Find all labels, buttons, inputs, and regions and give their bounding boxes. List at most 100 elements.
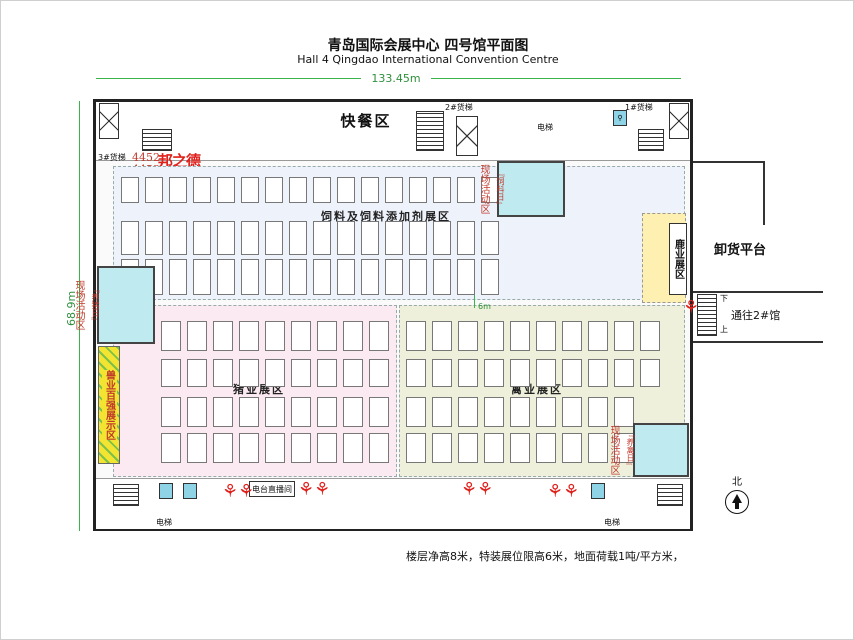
booth-stand bbox=[481, 259, 499, 295]
booth-stand bbox=[265, 397, 285, 427]
booth-stand bbox=[432, 359, 452, 387]
booth-stand bbox=[361, 259, 379, 295]
booth-stand bbox=[433, 221, 451, 255]
feed-zone-label: 饲料及饲料添加剂展区 bbox=[321, 210, 451, 223]
booth-stand bbox=[458, 321, 478, 351]
booth-stand bbox=[385, 177, 403, 203]
booth-stand bbox=[432, 397, 452, 427]
booth-stand bbox=[343, 359, 363, 387]
booth-stand bbox=[187, 321, 207, 351]
booth-stand bbox=[317, 397, 337, 427]
booth-stand bbox=[337, 259, 355, 295]
booth-stand bbox=[536, 433, 556, 463]
booth-stand bbox=[289, 221, 307, 255]
booth-stand bbox=[121, 177, 139, 203]
unloading-dock-outline bbox=[693, 161, 765, 225]
booth-stand bbox=[161, 359, 181, 387]
booth-stand bbox=[313, 221, 331, 255]
booth-stand bbox=[187, 397, 207, 427]
booth-stand bbox=[161, 321, 181, 351]
booth-stand bbox=[169, 221, 187, 255]
booth-stand bbox=[510, 359, 530, 387]
corridor-dimension-line bbox=[474, 292, 475, 308]
stair-icon bbox=[142, 129, 172, 151]
people-group-icon: ⚘⚘ bbox=[222, 481, 255, 502]
booth-stand bbox=[361, 177, 379, 203]
freight-elevator-1-label: 1#货梯 bbox=[625, 103, 653, 112]
booth-stand bbox=[217, 259, 235, 295]
booth-stand bbox=[614, 359, 634, 387]
brand-logo-text: 邦之德 bbox=[158, 152, 201, 170]
top-service-strip bbox=[96, 102, 690, 161]
booth-stand bbox=[239, 321, 259, 351]
freight-elevator-shaft bbox=[669, 103, 689, 139]
stair-icon bbox=[657, 484, 683, 506]
booth-stand bbox=[562, 359, 582, 387]
animal-health-label: 兽业百强展示区 bbox=[101, 370, 117, 440]
booth-stand bbox=[510, 433, 530, 463]
deer-zone-label: 鹿业展区 bbox=[672, 239, 684, 279]
booth-stand bbox=[291, 433, 311, 463]
elevator-label-top: 电梯 bbox=[537, 123, 553, 132]
booth-stand bbox=[484, 397, 504, 427]
deer-zone-label-box: 鹿业展区 bbox=[669, 223, 687, 295]
booth-stand bbox=[409, 177, 427, 203]
toilet-icon bbox=[159, 483, 173, 499]
booth-stand bbox=[213, 321, 233, 351]
booth-stand bbox=[369, 433, 389, 463]
booth-stand bbox=[562, 433, 582, 463]
activity-area-feed-day: 现场活动区 『饲料日』 bbox=[478, 161, 565, 217]
booth-stand bbox=[187, 359, 207, 387]
people-group-icon: ⚘⚘ bbox=[461, 479, 494, 500]
booth-number: 4452 bbox=[132, 151, 160, 164]
booth-stand bbox=[433, 177, 451, 203]
booth-stand bbox=[562, 397, 582, 427]
booth-stand bbox=[265, 177, 283, 203]
booth-stand bbox=[409, 259, 427, 295]
activity-area-theme: 『养禽日』 bbox=[626, 430, 635, 470]
booth-stand bbox=[289, 177, 307, 203]
unloading-platform-label: 卸货平台 bbox=[714, 243, 767, 258]
booth-stand bbox=[510, 397, 530, 427]
activity-area-theme: 『养猪日』 bbox=[91, 285, 100, 325]
stair-icon bbox=[113, 484, 139, 506]
booth-stand bbox=[640, 321, 660, 351]
booth-stand bbox=[145, 177, 163, 203]
width-dimension-label: 133.45m bbox=[361, 72, 431, 85]
booth-stand bbox=[481, 221, 499, 255]
people-group-icon: ⚘⚘ bbox=[298, 479, 331, 500]
booth-stand bbox=[432, 321, 452, 351]
elevator-label-bottom: 电梯 bbox=[604, 518, 620, 527]
booth-stand bbox=[369, 321, 389, 351]
booth-stand bbox=[406, 359, 426, 387]
booth-stand bbox=[241, 221, 259, 255]
booth-stand bbox=[265, 359, 285, 387]
booth-stand bbox=[169, 259, 187, 295]
booth-stand bbox=[588, 397, 608, 427]
stair-icon bbox=[416, 111, 444, 151]
fast-food-label: 快餐区 bbox=[340, 111, 392, 130]
booth-stand bbox=[614, 321, 634, 351]
booth-stand bbox=[343, 397, 363, 427]
booth-stand bbox=[385, 259, 403, 295]
passage-stair-icon bbox=[697, 294, 717, 336]
booth-stand bbox=[457, 221, 475, 255]
booth-stand bbox=[432, 433, 452, 463]
booth-stand bbox=[121, 221, 139, 255]
booth-stand bbox=[640, 359, 660, 387]
booth-stand bbox=[187, 433, 207, 463]
booth-stand bbox=[169, 177, 187, 203]
booth-stand bbox=[193, 221, 211, 255]
booth-stand bbox=[317, 321, 337, 351]
booth-stand bbox=[265, 433, 285, 463]
person-icon: ⚘ bbox=[683, 297, 700, 318]
booth-stand bbox=[409, 221, 427, 255]
booth-stand bbox=[291, 359, 311, 387]
booth-stand bbox=[369, 359, 389, 387]
booth-stand bbox=[458, 397, 478, 427]
booth-stand bbox=[457, 177, 475, 203]
booth-stand bbox=[458, 433, 478, 463]
booth-stand bbox=[193, 259, 211, 295]
booth-stand bbox=[313, 177, 331, 203]
fast-food-area: 快餐区 bbox=[301, 103, 431, 137]
